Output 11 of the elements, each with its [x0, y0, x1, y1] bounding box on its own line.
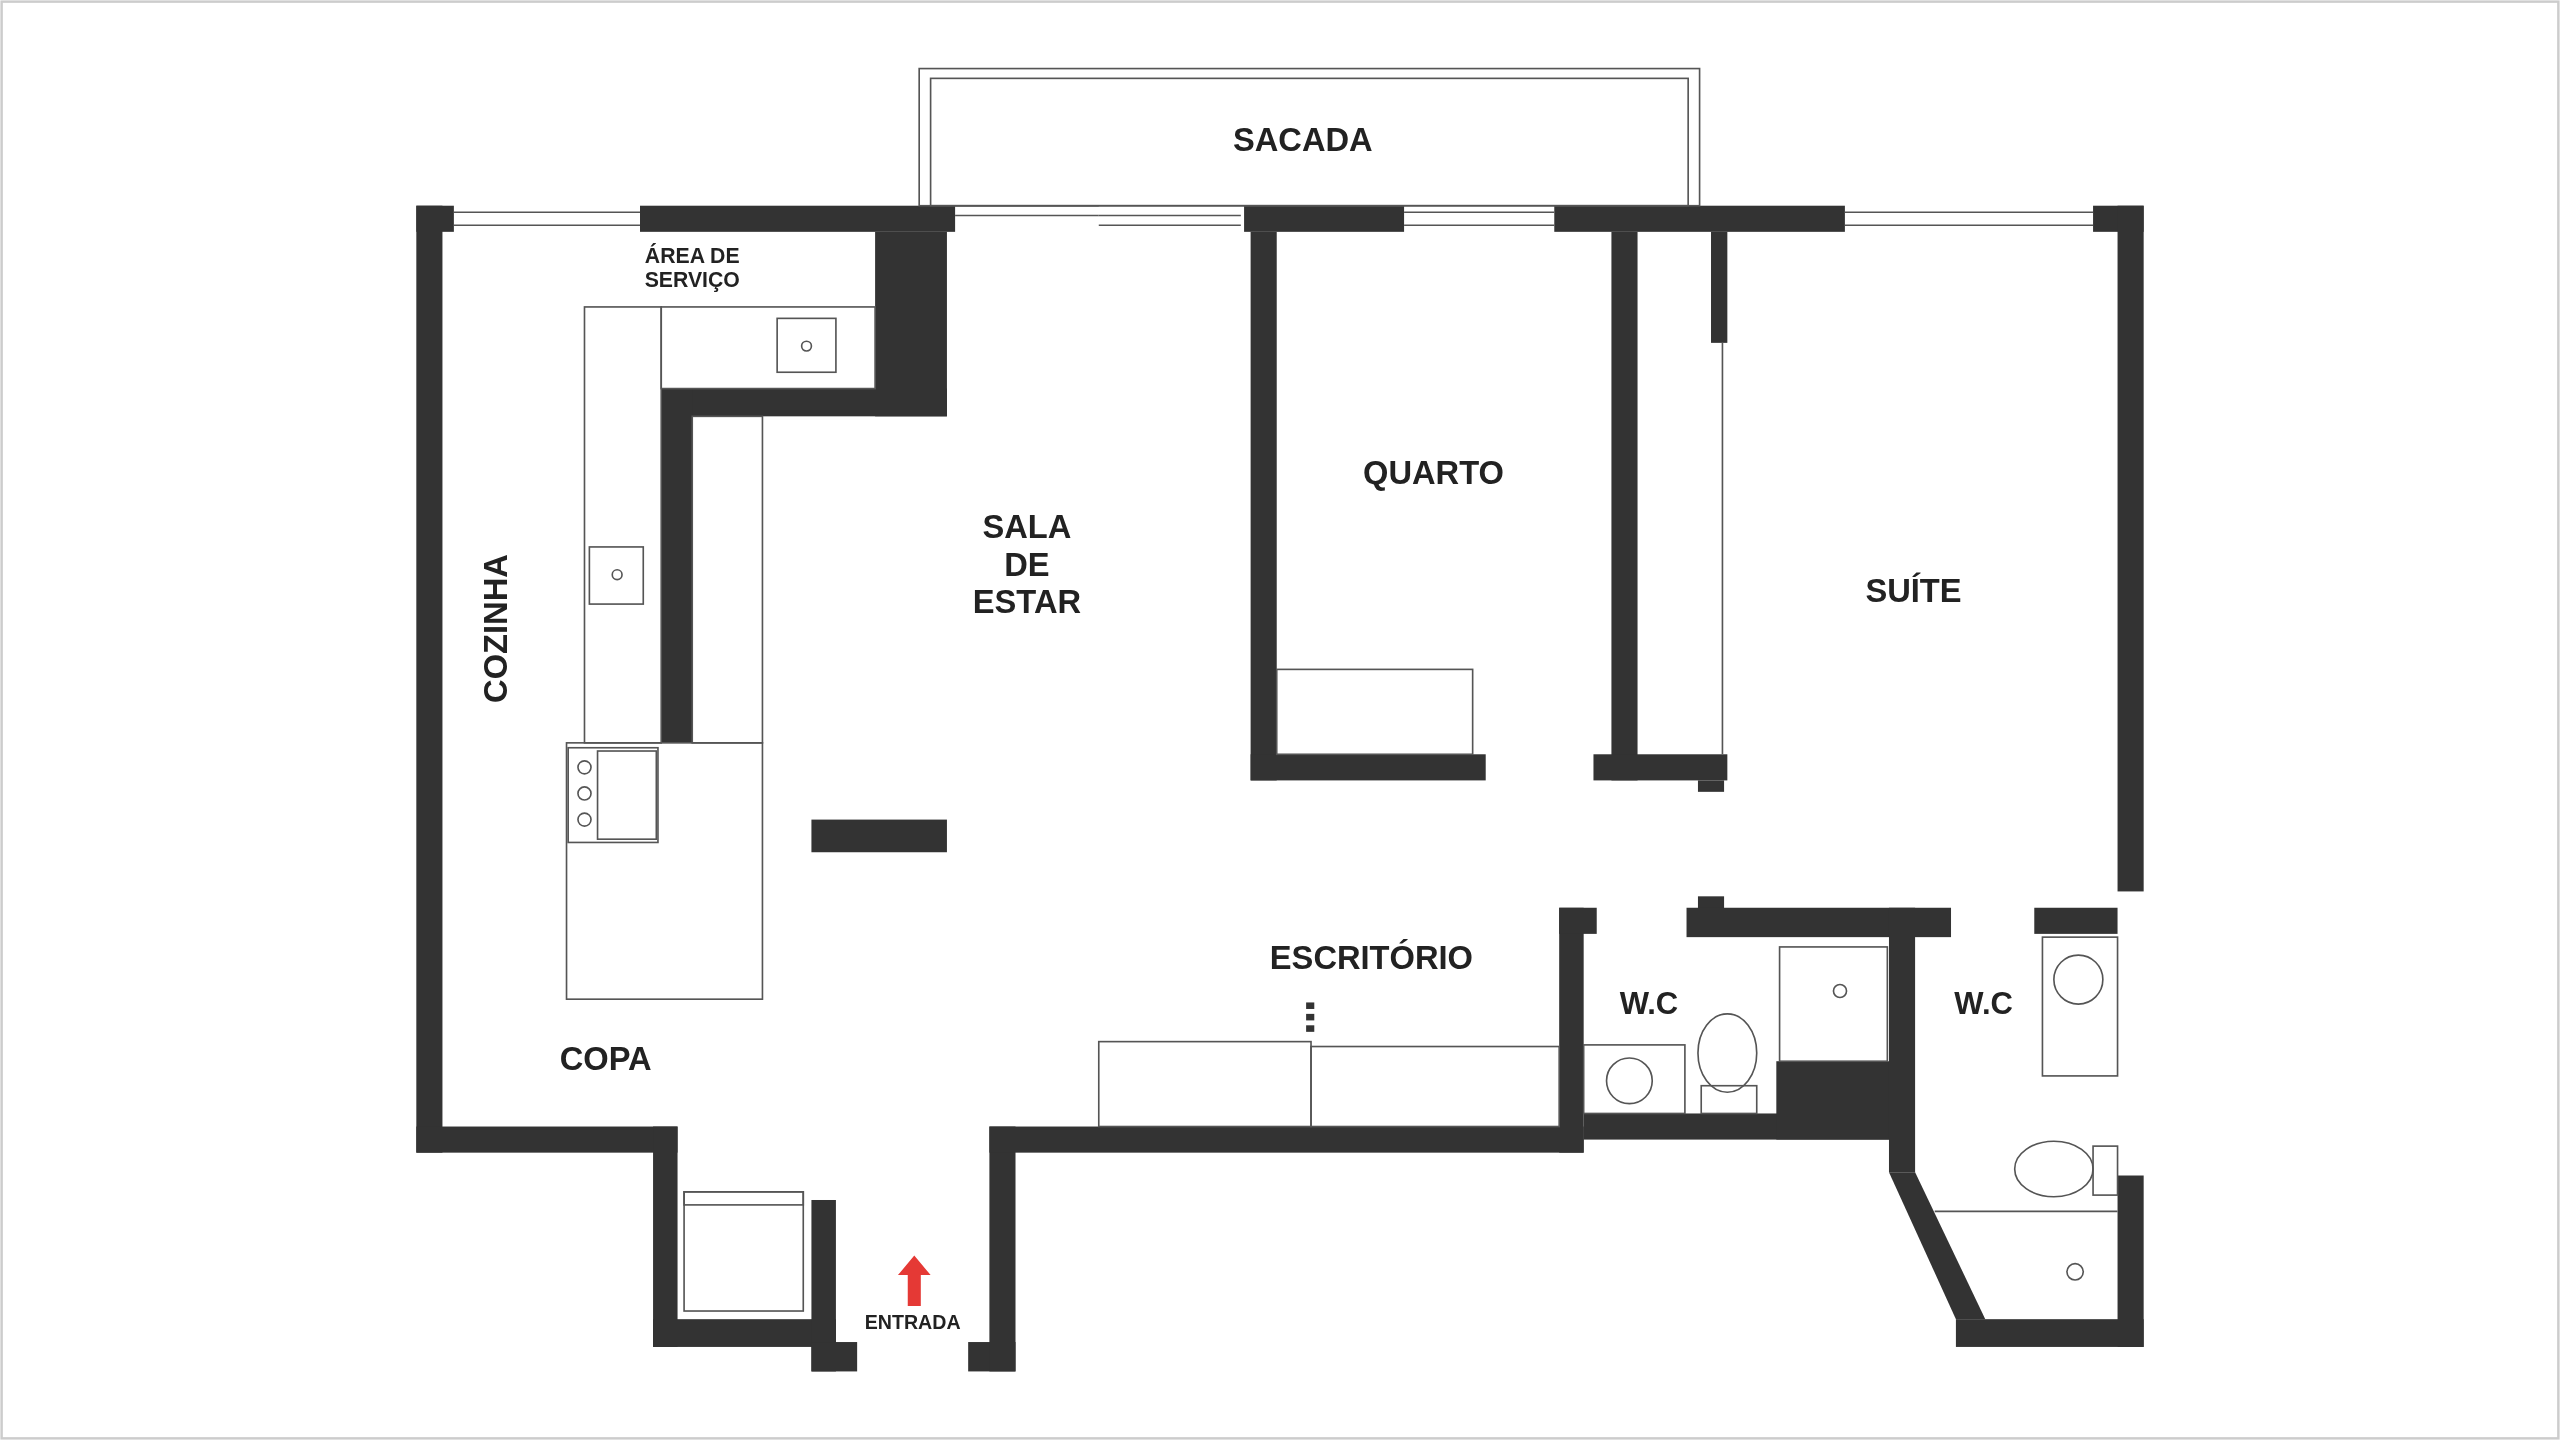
room-label: ENTRADA [864, 1312, 961, 1336]
room-label: QUARTO [1363, 454, 1504, 493]
room-label: W.C [1954, 986, 2013, 1022]
room-label: SALA DE ESTAR [971, 508, 1083, 622]
room-label: COZINHA [477, 554, 515, 703]
room-label: W.C [1619, 986, 1679, 1022]
room-label: ESCRITÓRIO [1269, 939, 1473, 978]
room-label: SUÍTE [1865, 572, 1962, 610]
room-label: ÁREA DE SERVIÇO [643, 245, 741, 294]
room-label: SACADA [1233, 121, 1373, 160]
room-label: COPA [559, 1040, 652, 1079]
